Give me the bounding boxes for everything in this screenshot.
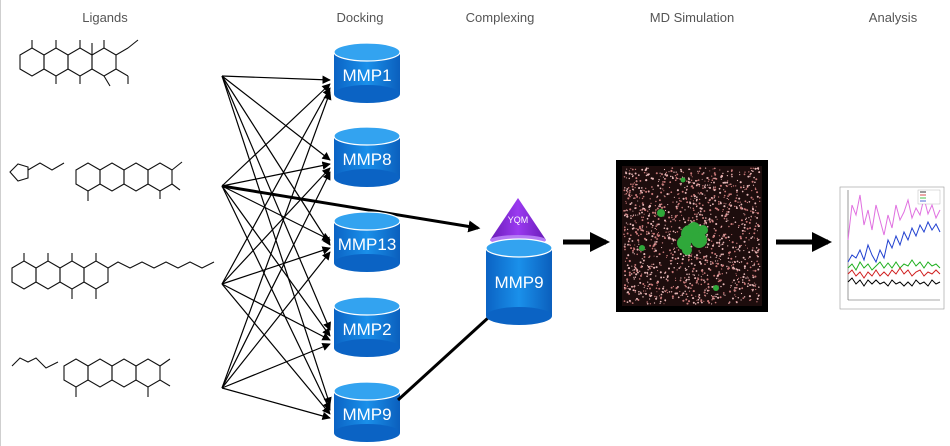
target-label: MMP13 [338,235,397,254]
target-cylinder-mmp13: MMP13 [333,211,401,272]
target-label: MMP9 [342,405,391,424]
ligand-3-structure [11,253,215,299]
target-cylinder-mmp1: MMP1 [333,42,401,103]
target-label: MMP1 [342,66,391,85]
stage-label-analysis: Analysis [868,10,918,25]
ligand-4-structure [11,357,171,397]
protein-cluster [639,177,719,291]
ligand-to-complex-arrow [221,184,481,233]
target-label: MMP2 [342,320,391,339]
target-cylinder-mmp9: MMP9 [333,381,401,442]
stage-label-ligands: Ligands [82,10,128,25]
complex-ligand-code: YQM [508,215,529,225]
target-cylinder-mmp2: MMP2 [333,296,401,357]
complex-cone: YQM [490,198,546,245]
complex-cylinder: MMP9 [485,238,553,325]
target-cylinder-mmp8: MMP8 [333,126,401,187]
analysis-plot [839,186,945,310]
ligand-2-structure [9,161,183,201]
target-label: MMP8 [342,150,391,169]
complex-target-label: MMP9 [494,273,543,292]
stage-label-md-simulation: MD Simulation [649,10,735,25]
stage-label-docking: Docking [336,10,384,25]
ligand-1-structure [19,39,139,87]
docking-to-complex-arrow [396,305,502,402]
stage-label-complexing: Complexing [465,10,535,25]
left-border [0,0,1,446]
docking-arrows [221,75,332,421]
md-simulation-box [616,160,768,312]
